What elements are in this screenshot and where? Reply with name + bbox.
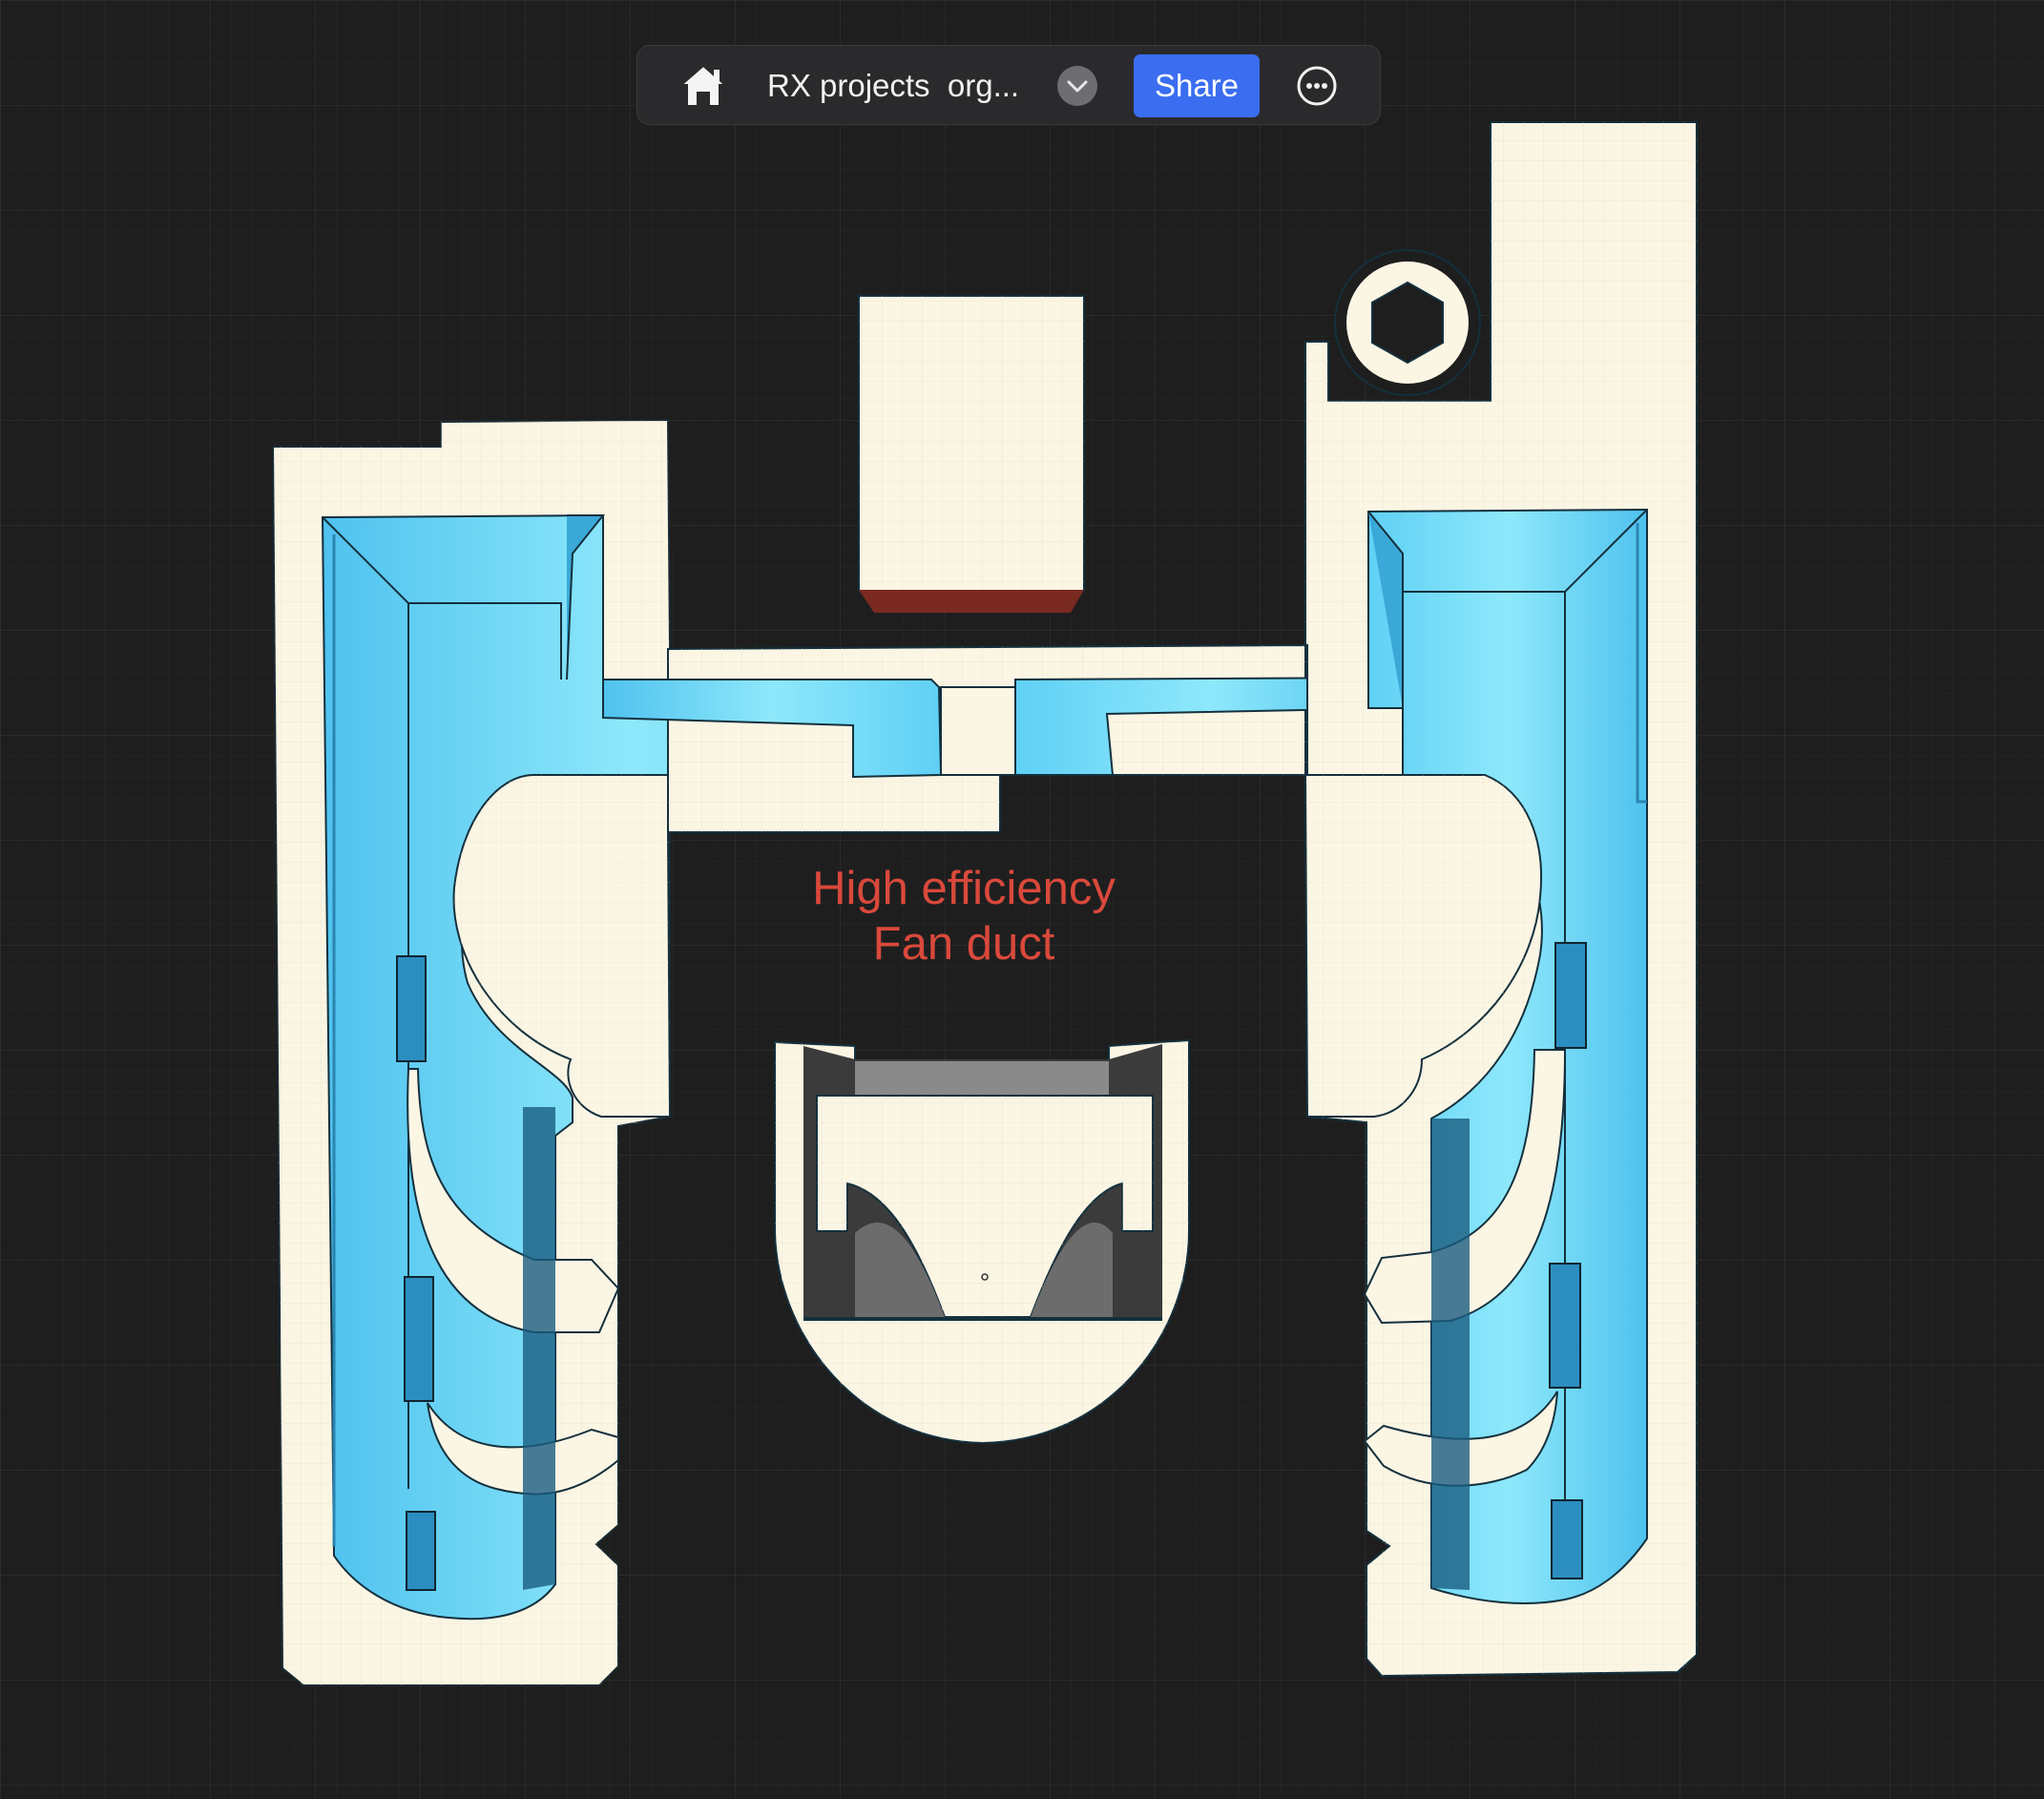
home-icon xyxy=(678,64,728,107)
home-button[interactable] xyxy=(678,62,729,110)
annotation-line-1: High efficiency xyxy=(812,863,1116,914)
right-duct-arm xyxy=(1304,121,1698,1678)
annotation-text[interactable]: High efficiency Fan duct xyxy=(773,861,1155,972)
more-options-icon xyxy=(1297,66,1337,106)
title-dropdown-button[interactable] xyxy=(1057,66,1097,106)
document-title[interactable]: RX projects org... xyxy=(767,68,1020,103)
more-options-button[interactable] xyxy=(1296,65,1338,107)
share-button[interactable]: Share xyxy=(1134,54,1260,117)
annotation-line-2: Fan duct xyxy=(872,918,1055,970)
chevron-down-icon xyxy=(1067,80,1088,93)
bottom-center-nozzle xyxy=(774,1038,1190,1445)
top-toolbar: RX projects org... Share xyxy=(636,45,1381,125)
top-center-block xyxy=(858,295,1085,613)
center-bridge xyxy=(602,643,1404,833)
